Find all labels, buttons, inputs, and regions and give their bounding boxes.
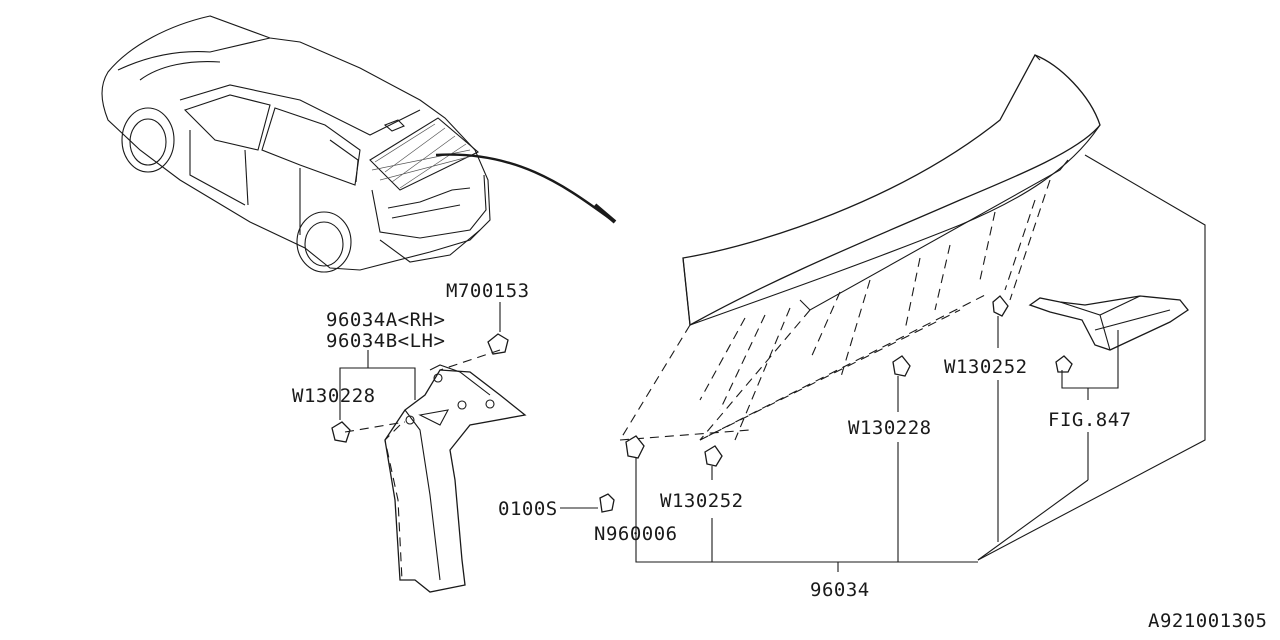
- label-w130228-left: W130228: [292, 385, 376, 407]
- side-garnish: [331, 333, 527, 593]
- label-96034a-rh: 96034A<RH>: [326, 309, 445, 331]
- label-96034: 96034: [810, 579, 870, 601]
- spoiler-assembly: [599, 54, 1206, 561]
- diagram-reference-code: A921001305: [1148, 610, 1267, 632]
- label-w130252-right: W130252: [944, 356, 1028, 378]
- stop-lamp: [1028, 295, 1189, 400]
- label-w130228-right: W130228: [848, 417, 932, 439]
- label-w130252-center: W130252: [660, 490, 744, 512]
- leader-lines: [339, 302, 1089, 572]
- vehicle-illustration: [101, 15, 617, 273]
- label-fig847: FIG.847: [1048, 409, 1132, 431]
- label-96034b-lh: 96034B<LH>: [326, 330, 445, 352]
- label-n960006: N960006: [594, 523, 678, 545]
- label-m700153: M700153: [446, 280, 530, 302]
- label-0100s: 0100S: [498, 498, 558, 520]
- callout-labels: M700153 96034A<RH> 96034B<LH> W130228 01…: [292, 280, 1267, 632]
